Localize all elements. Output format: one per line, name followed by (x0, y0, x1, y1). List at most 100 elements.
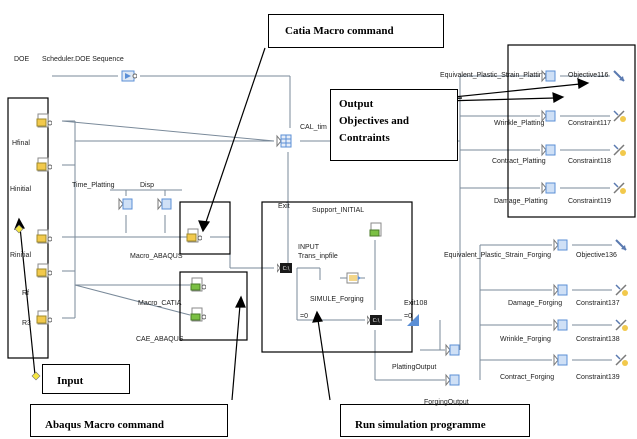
cae-abaqus-label: CAE_ABAQUS (136, 336, 184, 343)
output-forging-1-target: Constraint137 (576, 300, 620, 307)
connection-lines (52, 75, 612, 381)
eq0-label: =0 (300, 313, 308, 320)
trans-inpfile-label: Trans_inpfile (298, 253, 338, 260)
hfinal-node-icon[interactable] (36, 113, 52, 129)
doe-label: DOE (14, 56, 30, 63)
macro-catia-node-icon[interactable] (190, 277, 206, 293)
doe-sequence-node-icon[interactable] (121, 68, 137, 84)
objective-icon[interactable] (611, 68, 627, 84)
macro-catia-label: Macro_CATIA (138, 300, 182, 307)
platting-output-node-icon[interactable] (541, 142, 557, 158)
r3-node-icon[interactable] (36, 310, 52, 326)
simule-forging-label: SIMULE_Forging (310, 296, 364, 303)
input-r3-label: R3 (22, 320, 31, 327)
support-initial-label: Support_INITIAL (312, 207, 365, 214)
input-node-label: INPUT (298, 244, 319, 251)
output-forging-0-target: Objective136 (576, 252, 617, 259)
rinitial-node-icon[interactable] (36, 229, 52, 245)
input-callout: Input (42, 364, 130, 394)
hinitial-node-icon[interactable] (36, 157, 52, 173)
simule-forging-node-icon[interactable] (345, 270, 361, 286)
input-hfinal-label: Hfinal (12, 140, 30, 147)
abaqus-macro-callout: Abaqus Macro command (30, 404, 228, 437)
output-platting-0-target: Objective116 (568, 72, 609, 79)
callout-text: Run simulation programme (355, 419, 486, 431)
platting-output-node-icon[interactable] (541, 68, 557, 84)
output-platting-2-name: Contract_Platting (492, 158, 546, 165)
output-platting-1-name: Wrinkle_Platting (494, 120, 545, 127)
output-group-box (507, 44, 636, 218)
exit-label: Exit (278, 203, 290, 210)
output-forging-0-name: Equivalent_Plastic_Strain_Forging (444, 252, 552, 259)
constraint-icon[interactable] (611, 142, 627, 158)
forging-output-node-icon[interactable] (553, 237, 569, 253)
cal-time-node-icon[interactable] (276, 133, 292, 149)
forging-output-node-icon[interactable] (553, 352, 569, 368)
arrow-head (198, 220, 211, 233)
connector (74, 284, 191, 316)
catia-macro-callout: Catia Macro command (268, 14, 444, 48)
output-platting-3-target: Constraint119 (568, 198, 612, 205)
platting-output-node-icon[interactable] (541, 108, 557, 124)
callout-text: Input (57, 375, 84, 387)
output-forging-3-name: Contract_Forging (500, 374, 555, 381)
exit108-flag-icon[interactable] (405, 312, 421, 328)
cae-abaqus-node-icon[interactable] (190, 307, 206, 323)
eq0-label: =0 (404, 313, 412, 320)
output-platting-2-target: Constraint118 (568, 158, 612, 165)
output-forging-1-name: Damage_Forging (508, 300, 563, 307)
macro-abaqus-label: Macro_ABAQUS (130, 253, 183, 260)
output-platting-1-target: Constraint117 (568, 120, 612, 127)
time-platting-node-icon[interactable] (118, 196, 134, 212)
exit108-node-icon[interactable]: C:\ (367, 312, 383, 328)
arrow-head (552, 92, 565, 103)
output-forging-2-name: Wrinkle_Forging (500, 336, 551, 343)
arrow-head (577, 78, 590, 89)
abaqus-macro-group-box (179, 271, 248, 341)
constraint-icon[interactable] (611, 108, 627, 124)
rf-node-icon[interactable] (36, 263, 52, 279)
forging-output-node-icon[interactable] (553, 317, 569, 333)
cal-time-label: CAL_tim (300, 124, 327, 131)
input-callout-arrow (19, 226, 36, 376)
catia-callout-arrow (204, 47, 266, 226)
svg-text:C:\: C:\ (373, 318, 380, 324)
input-marker-icon (31, 371, 41, 381)
callout-text-line: Contraints (339, 132, 390, 145)
objective-icon[interactable] (613, 237, 629, 253)
disp-label: Disp (140, 182, 155, 189)
callout-text-line: Objectives and (339, 115, 409, 128)
constraint-icon[interactable] (613, 352, 629, 368)
platting-output-node-icon[interactable] (541, 180, 557, 196)
forging-output-node-icon[interactable] (553, 282, 569, 298)
forging-output-label: ForgingOutput (424, 399, 469, 406)
input-rf-label: Rf (22, 290, 29, 297)
exit108-label: Exit108 (404, 300, 428, 307)
input-marker-icon (14, 224, 24, 234)
scheduler-label: Scheduler.DOE Sequence (42, 56, 124, 63)
input-rinitial-label: Rinitial (10, 252, 32, 259)
run-callout-arrow (317, 319, 331, 401)
support-initial-node-icon[interactable] (368, 222, 384, 238)
svg-text:C:\: C:\ (283, 266, 290, 272)
constraint-icon[interactable] (611, 180, 627, 196)
arrow-head (235, 295, 246, 308)
platting-output-node-icon[interactable] (445, 342, 461, 358)
platting-output-label: PlattingOutput (392, 364, 437, 371)
constraint-icon[interactable] (613, 317, 629, 333)
disp-node-icon[interactable] (157, 196, 173, 212)
macro-abaqus-node-icon[interactable] (186, 228, 202, 244)
arrow-head (312, 310, 323, 323)
forging-output-node-icon[interactable] (445, 372, 461, 388)
simulation-group-box (261, 201, 413, 353)
time-platting-label: Time_Platting (72, 182, 115, 189)
output-forging-3-target: Constraint139 (576, 374, 620, 381)
input-hinitial-label: Hinitial (10, 186, 32, 193)
constraint-icon[interactable] (613, 282, 629, 298)
output-forging-2-target: Constraint138 (576, 336, 620, 343)
connector (61, 120, 275, 142)
run-simulation-callout: Run simulation programme (340, 404, 530, 437)
trans-inpfile-node-icon[interactable]: C:\ (277, 260, 293, 276)
callout-text: Abaqus Macro command (45, 419, 164, 431)
